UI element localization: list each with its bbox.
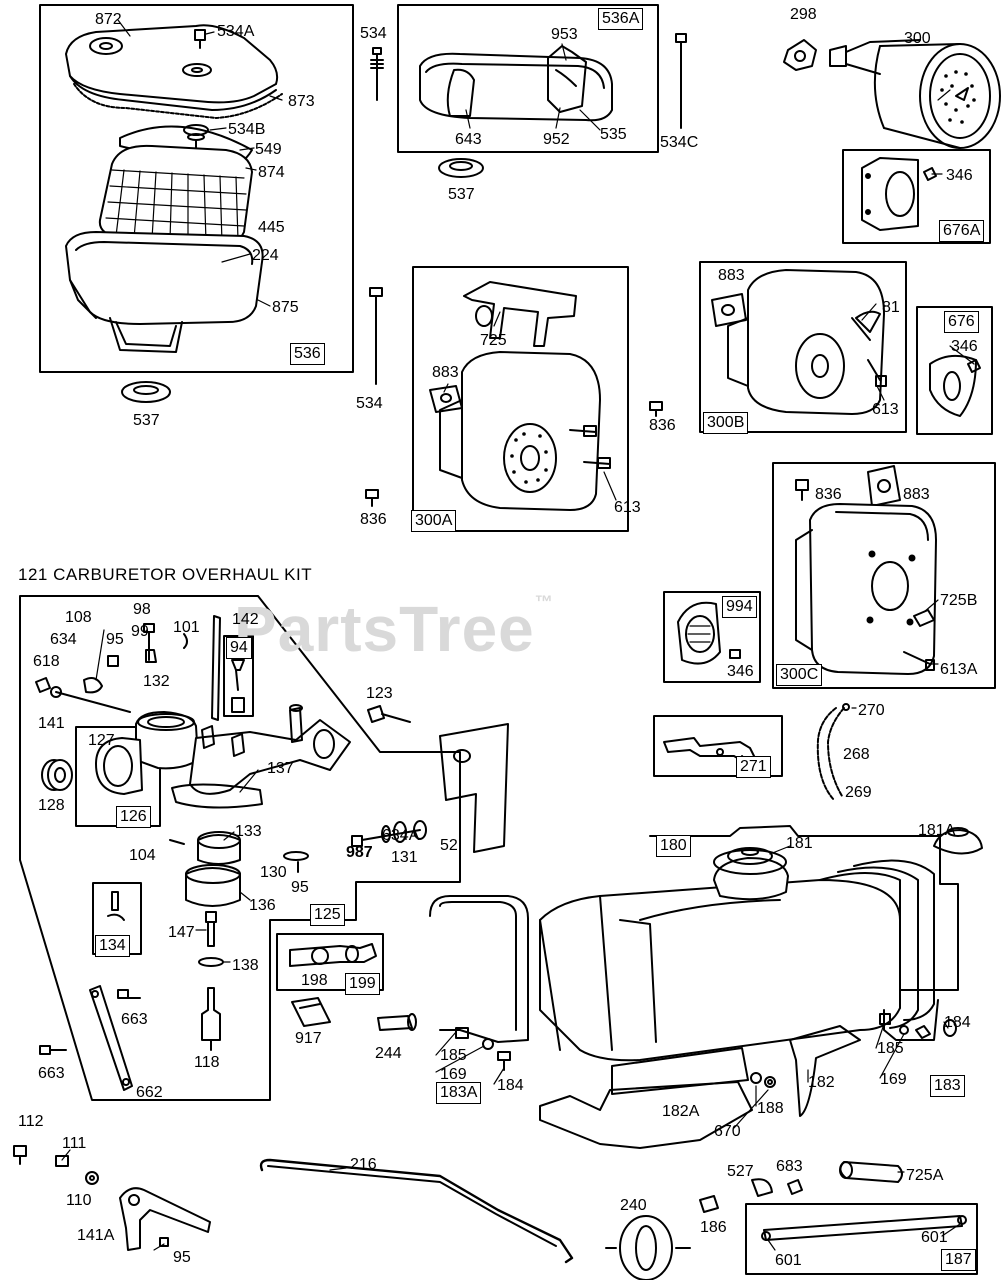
leader-lines [61, 19, 975, 1251]
watermark-text: PartsTree [234, 593, 535, 665]
muffler-plate-676a [842, 149, 991, 244]
carburetor-group [19, 595, 509, 1101]
muffler-300c [772, 462, 996, 689]
muffler-300b [699, 261, 907, 433]
muffler-plate-676 [916, 306, 993, 435]
fuel-line-parts [699, 1161, 903, 1213]
control-lever-271 [653, 715, 783, 777]
muffler-300a [365, 266, 663, 532]
watermark: PartsTree™ [234, 592, 554, 666]
ground-wire-268 [816, 703, 850, 801]
fuel-line-187 [745, 1203, 978, 1275]
air-cleaner-group-536a [370, 4, 687, 178]
muffler-300 [783, 39, 1001, 149]
fuel-tank-180 [429, 825, 983, 1149]
fuel-filter-240 [605, 1215, 691, 1280]
kit-title: 121 CARBURETOR OVERHAUL KIT [18, 565, 313, 584]
spark-arrester-994 [663, 591, 761, 683]
governor-rod-216 [259, 1158, 574, 1264]
governor-linkage [13, 1145, 211, 1251]
air-cleaner-group-536 [39, 4, 354, 403]
trademark-symbol: ™ [534, 592, 554, 612]
